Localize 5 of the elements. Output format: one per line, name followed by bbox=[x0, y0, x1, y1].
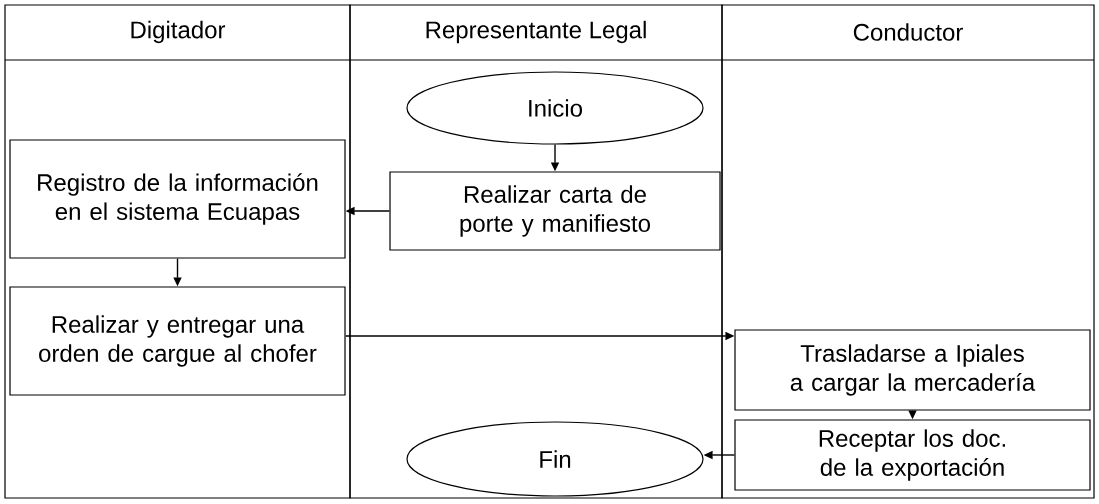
process-box: Realizar y entregar una orden de cargue al chofer bbox=[9, 286, 346, 396]
process-box: Realizar carta de porte y manifiesto bbox=[389, 171, 721, 251]
process-box: Registro de la información en el sistema Ecuapas bbox=[9, 139, 346, 259]
process-box: Trasladarse a Ipiales a cargar la mercadería bbox=[734, 329, 1091, 411]
process-box: Receptar los doc. de la exportación bbox=[734, 419, 1091, 491]
